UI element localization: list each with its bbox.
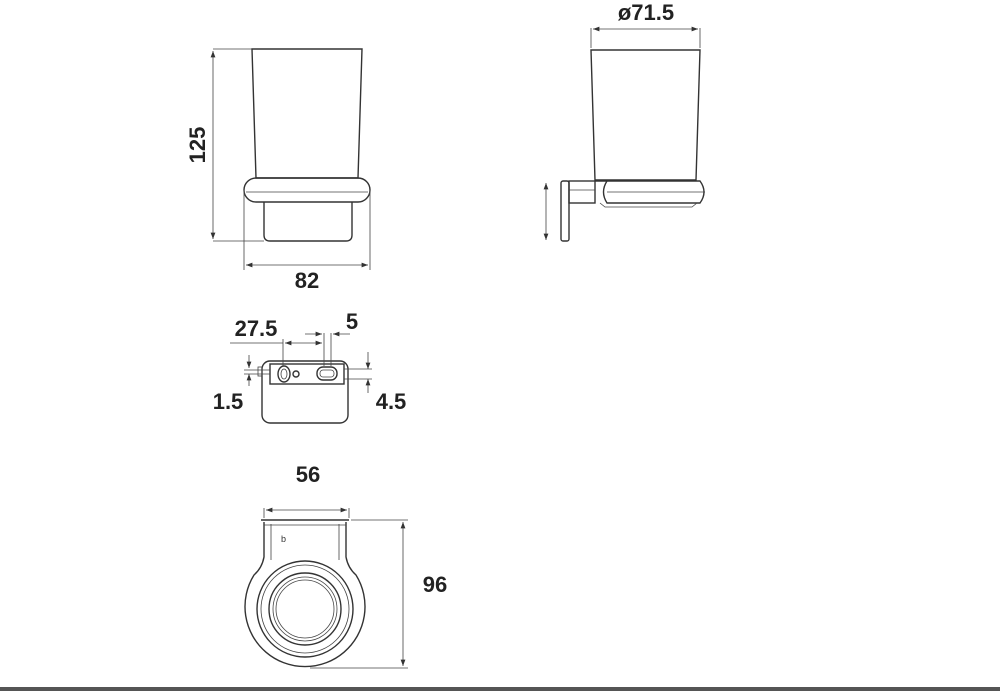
bottom-border xyxy=(0,687,1000,691)
bracket-offset-label: 27.5 xyxy=(235,316,278,341)
front-width-label: 82 xyxy=(295,268,319,293)
bracket-left-label: 1.5 xyxy=(213,389,244,414)
front-height-label: 125 xyxy=(185,127,210,164)
bracket-right-label: 4.5 xyxy=(376,389,407,414)
top-width-label: 56 xyxy=(296,462,320,487)
top-view: b xyxy=(244,507,408,669)
top-depth-label: 96 xyxy=(423,572,447,597)
svg-text:b: b xyxy=(281,534,286,544)
side-diameter-label: ø71.5 xyxy=(618,0,674,25)
bracket-view xyxy=(230,331,372,424)
bracket-slot-label: 5 xyxy=(346,309,358,334)
side-view xyxy=(543,26,705,242)
front-view xyxy=(210,48,371,270)
